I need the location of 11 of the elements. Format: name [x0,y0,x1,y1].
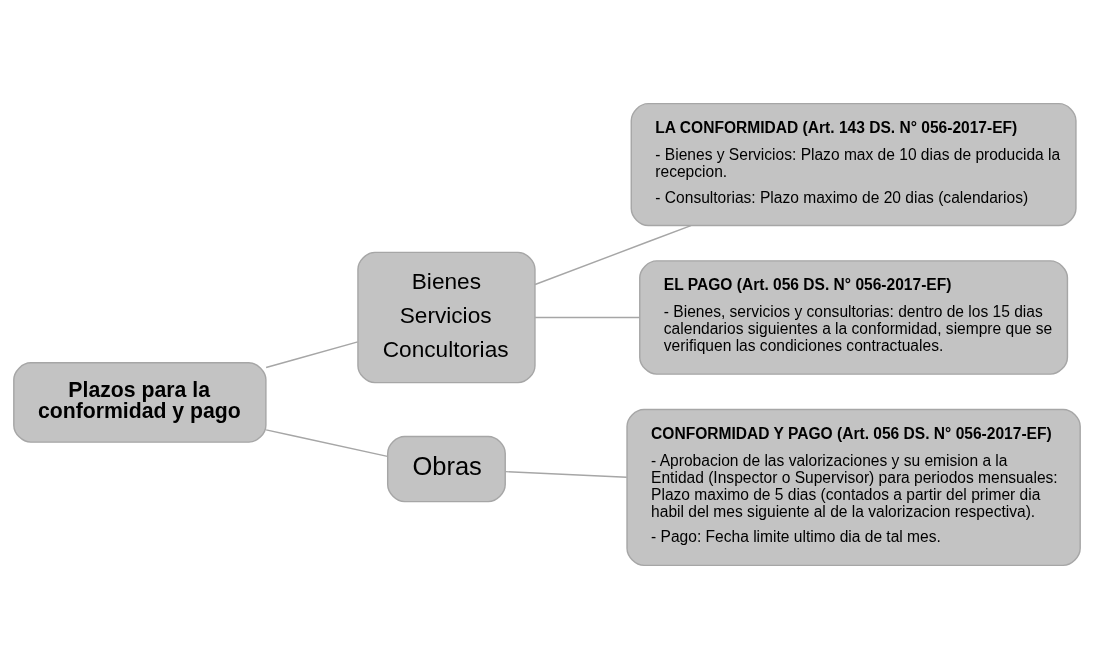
node-box: Plazos para la conformidad y pago [13,361,267,443]
connector [534,224,692,285]
connector [265,340,359,368]
node-box: Obras [386,435,506,502]
connector [534,316,641,318]
node-box: CONFORMIDAD Y PAGO (Art. 056 DS. N° 056-2017-EF) - Aprobacion de las valorizaciones y su emision a la Entidad (Inspector o Supervisor) para periodos mensuales: Plazo maximo de 5 dias (contados a partir del primer dia habil del mes siguiente al de la valorizacion respectiva). - Pago: Fecha limite ultimo dia de tal mes. [626,408,1081,566]
connector [504,470,628,478]
node-box: EL PAGO (Art. 056 DS. N° 056-2017-EF) - Bienes, servicios y consultorias: dentro de los 15 dias calendarios siguientes a la conformidad, siempre que se verifiquen las condiciones contractuales. [639,259,1069,375]
node-box: LA CONFORMIDAD (Art. 143 DS. N° 056-2017-EF) - Bienes y Servicios: Plazo max de 10 dias de producida la recepcion. - Consultorias: Plazo maximo de 20 dias (calendarios) [630,102,1077,226]
connector [265,428,389,457]
node-box: Bienes Servicios Concultorias [357,251,536,383]
